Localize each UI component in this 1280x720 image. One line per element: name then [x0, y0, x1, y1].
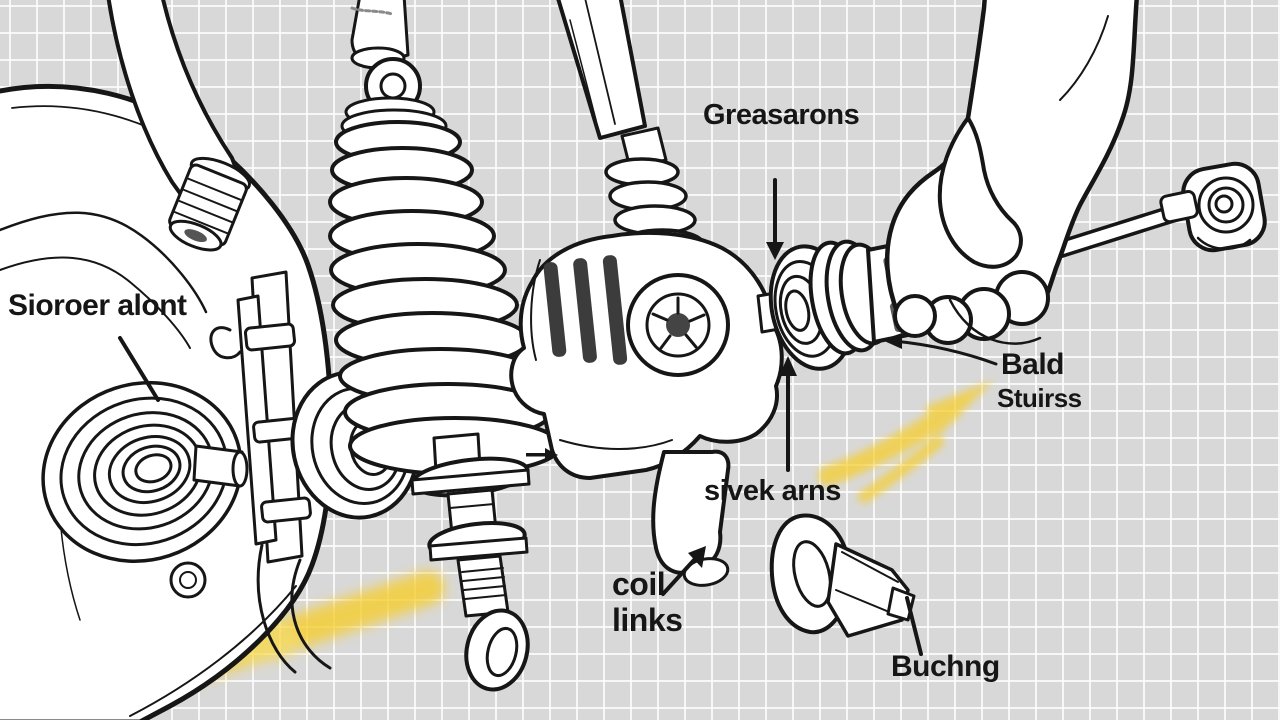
label-sioroer-alont: Sioroer alont: [8, 289, 187, 322]
coilover-strut: [328, 0, 562, 692]
hand: [884, 0, 1139, 345]
steering-knuckle: [509, 230, 784, 587]
left-arrow-icon: [882, 333, 998, 366]
label-greasarons: Greasarons: [703, 99, 860, 131]
small-right-arrow-icon: [526, 448, 558, 462]
leader-line-buchng: [905, 596, 923, 656]
ball-stud-end: [1159, 161, 1267, 253]
label-links: links: [612, 602, 683, 638]
up-arrow-icon: [779, 356, 797, 472]
annotation-arrows: [118, 178, 998, 656]
label-buchng: Buchng: [891, 650, 1000, 683]
label-sivek-arns: sivek arns: [704, 475, 841, 507]
leader-line-sioroer: [118, 336, 160, 402]
label-stuirss: Stuirss: [997, 383, 1082, 413]
keyhole-detail: [169, 561, 207, 599]
down-arrow-icon: [766, 178, 784, 260]
hub-bearing-rings: [41, 381, 243, 563]
label-coil: coil: [612, 566, 666, 602]
upper-arm-left: [106, 0, 251, 252]
bushing: [769, 513, 916, 638]
hub-shaft-stub: [192, 444, 249, 488]
highlight-arrow-right: [818, 380, 994, 503]
up-right-arrow-icon: [661, 546, 706, 596]
label-bald: Bald: [1001, 348, 1065, 381]
